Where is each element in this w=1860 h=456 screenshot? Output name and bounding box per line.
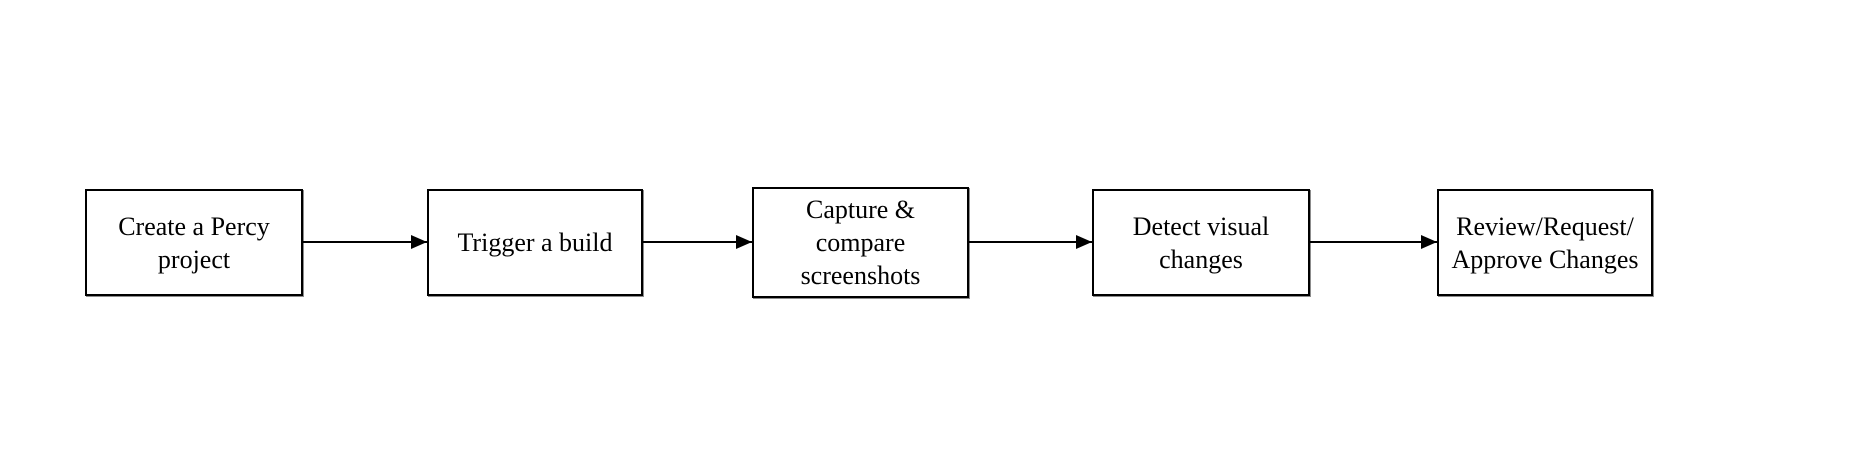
node-label-line: Detect visual (1132, 211, 1270, 241)
node-label-line: Create a Percy (118, 211, 270, 241)
arrow-connector-1 (303, 241, 427, 243)
flow-node-review-request-approve-changes: Review/Request/ Approve Changes (1437, 189, 1653, 296)
node-label-line: changes (1159, 244, 1243, 274)
node-label-line: Trigger a build (457, 228, 613, 257)
flow-node-trigger-build: Trigger a build (427, 189, 643, 296)
flow-node-detect-visual-changes: Detect visual changes (1092, 189, 1310, 296)
node-label-line: screenshots (800, 261, 921, 290)
arrow-connector-4 (1310, 241, 1437, 243)
arrow-connector-2 (643, 241, 752, 243)
node-label-line: Approve Changes (1451, 244, 1639, 274)
arrow-connector-3 (969, 241, 1092, 243)
flow-node-create-percy-project: Create a Percy project (85, 189, 303, 296)
node-label-line: Review/Request/ (1456, 211, 1634, 241)
node-label-line: project (157, 244, 231, 274)
node-label-line: compare (815, 228, 906, 257)
node-label-line: Capture & (805, 195, 916, 224)
flow-node-capture-compare-screenshots: Capture & compare screenshots (752, 187, 969, 298)
